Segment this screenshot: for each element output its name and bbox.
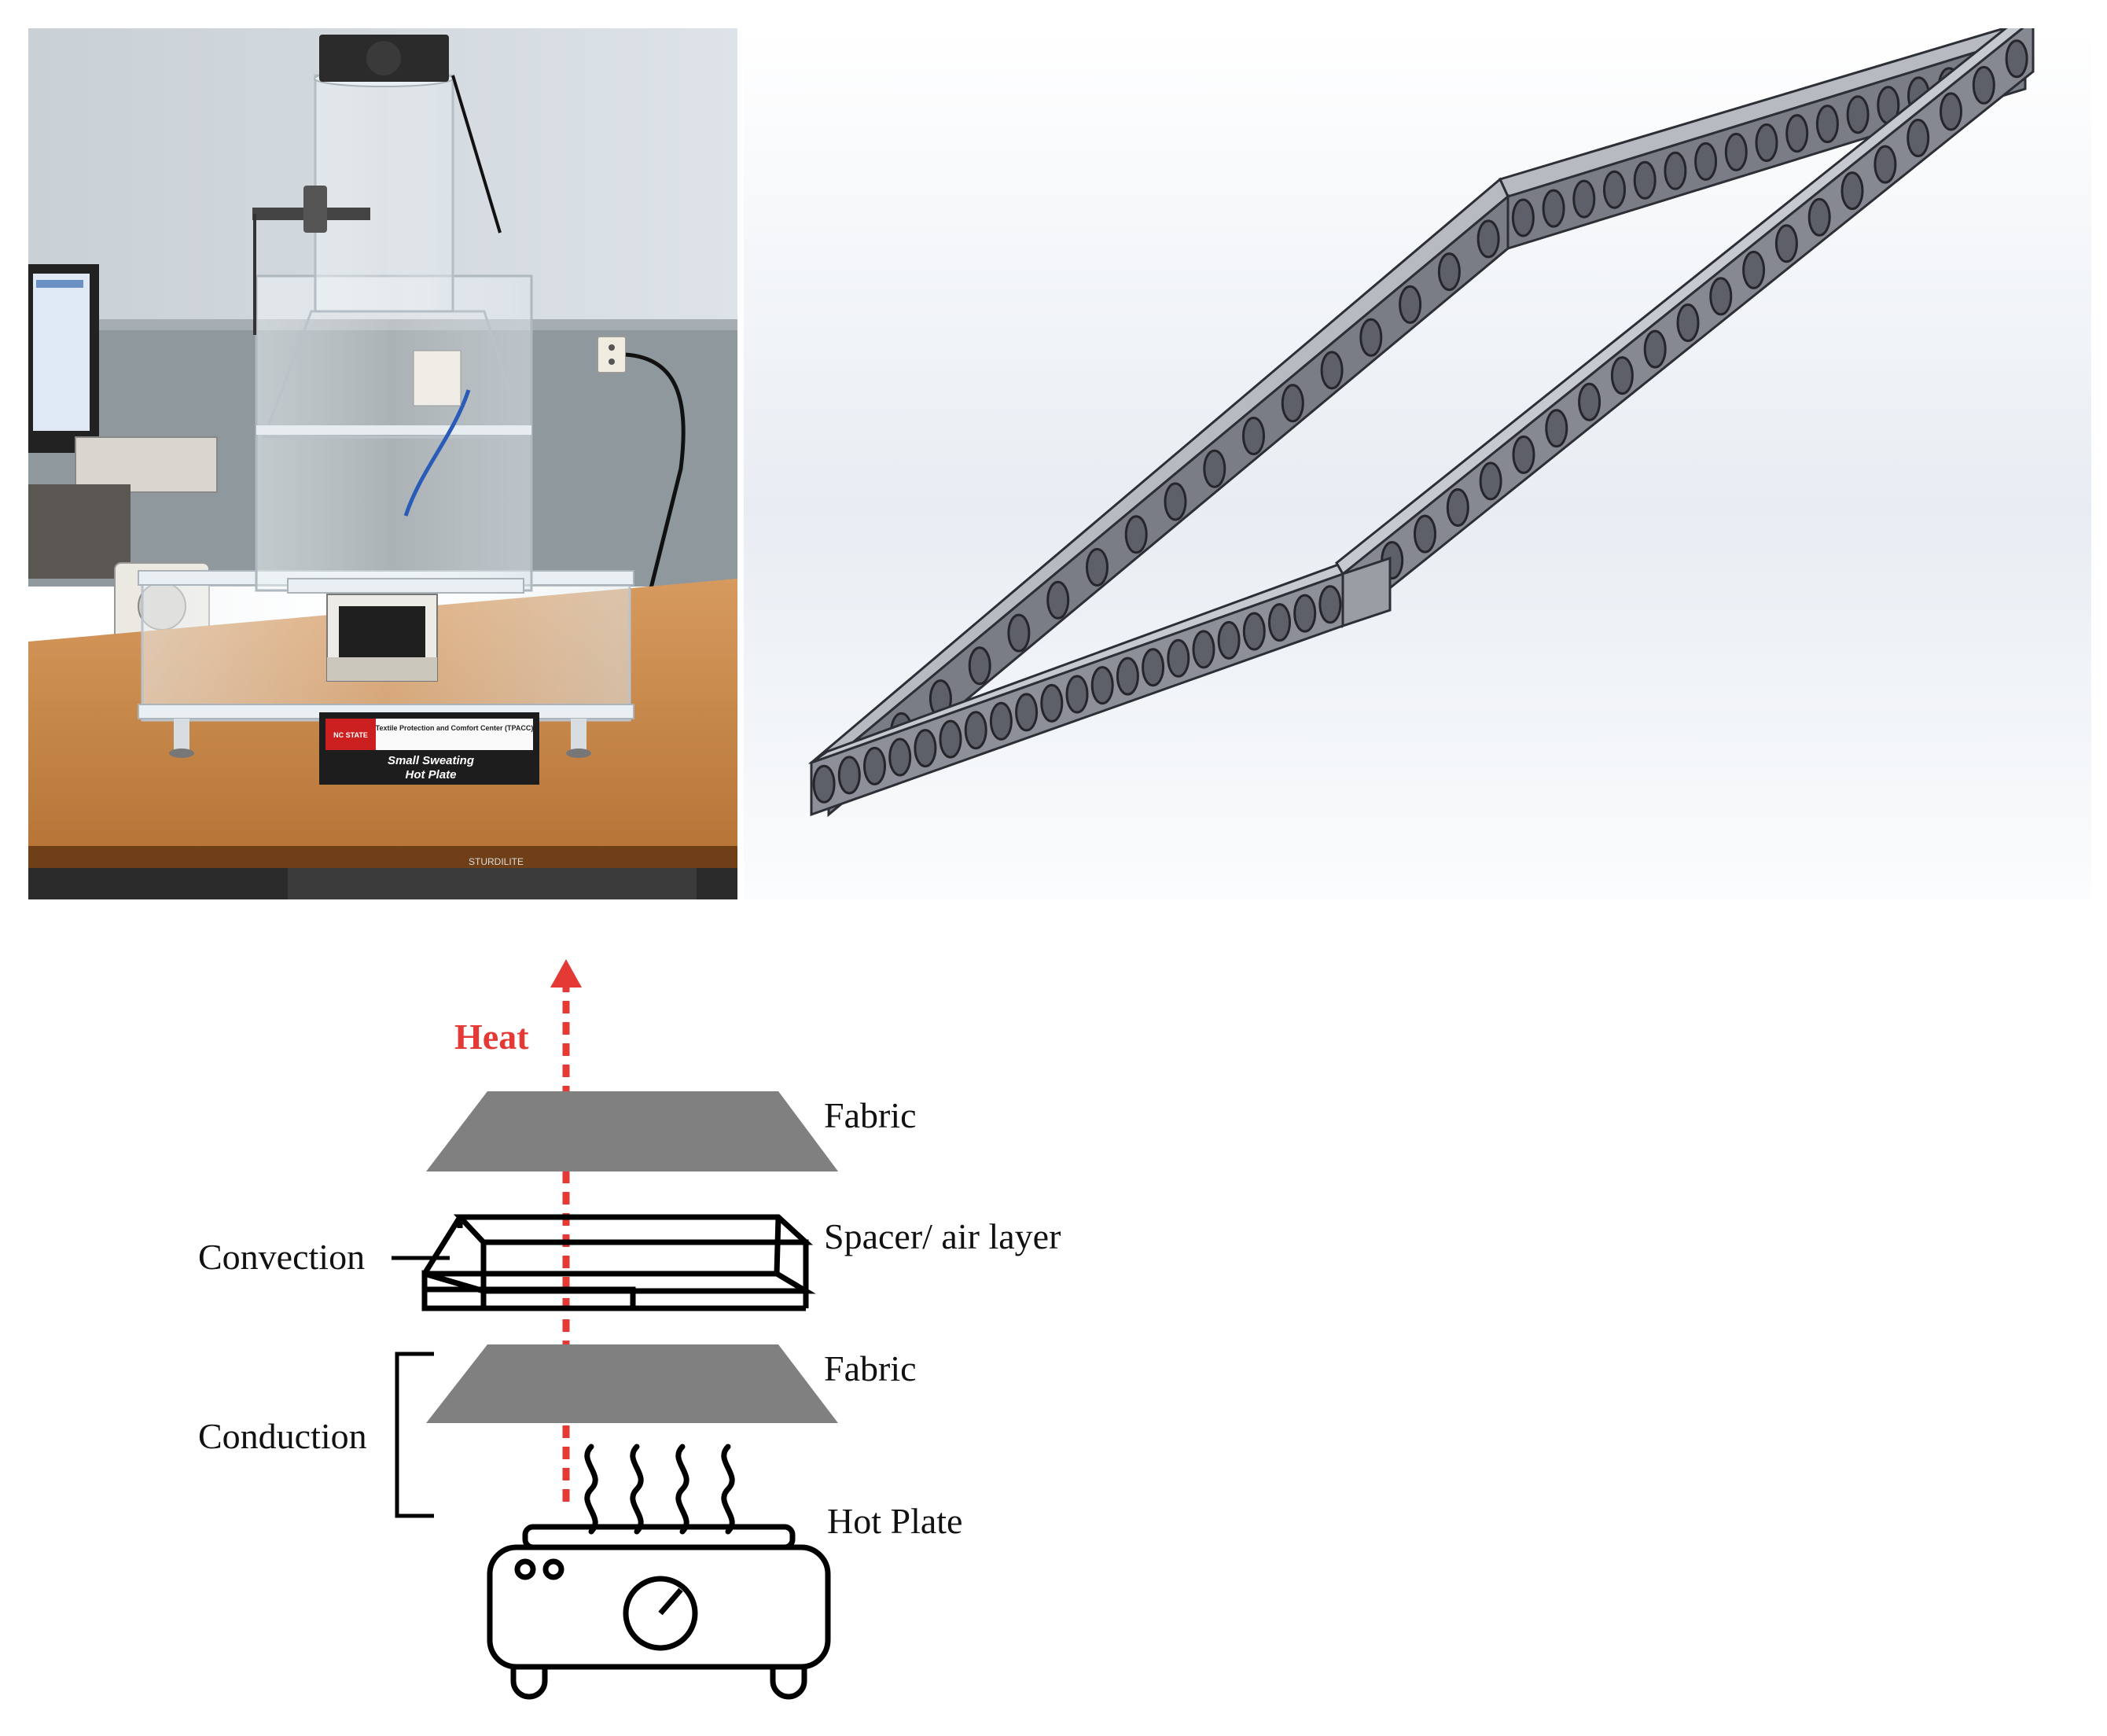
frame-hole — [1972, 65, 1995, 105]
frame-hole — [1476, 219, 1500, 259]
frame-hole — [1164, 482, 1187, 521]
frame-hole — [2005, 39, 2028, 79]
fabric-bottom-label: Fabric — [824, 1348, 917, 1388]
frame-hole — [1815, 105, 1839, 144]
svg-text:Textile Protection and Comfort: Textile Protection and Comfort Center (T… — [376, 724, 534, 732]
heat-transfer-schematic: Heat Fabric — [142, 951, 1242, 1722]
fabric-bottom — [426, 1344, 838, 1423]
spacer-label: Spacer/ air layer — [824, 1216, 1061, 1256]
frame-hole — [1907, 119, 1930, 157]
frame-hole — [1007, 613, 1031, 653]
frame-hole — [1116, 657, 1139, 696]
fabric-top-label: Fabric — [824, 1095, 917, 1135]
data-logger — [75, 436, 218, 493]
frame-hole — [1399, 285, 1422, 324]
frame-hole — [1281, 384, 1304, 423]
frame-hole — [1874, 145, 1897, 184]
spacer-frame-cad-render — [744, 28, 2091, 899]
frame-hole — [1664, 151, 1687, 190]
frame-hole — [1293, 594, 1317, 633]
frame-hole — [1268, 603, 1291, 642]
frame-hole — [1742, 250, 1766, 289]
frame-hole — [968, 646, 991, 686]
frame-hole — [1542, 189, 1565, 228]
frame-hole — [989, 701, 1013, 741]
frame-hole — [1572, 179, 1596, 219]
frame-hole — [1545, 409, 1568, 448]
frame-hole — [1124, 515, 1148, 554]
frame-hole — [1511, 198, 1535, 237]
power-outlet — [597, 336, 627, 373]
heat-label: Heat — [454, 1017, 529, 1057]
frame-hole — [939, 719, 962, 759]
frame-hole — [1142, 648, 1165, 687]
table-brand: STURDILITE — [469, 856, 524, 867]
frame-hole — [1015, 693, 1039, 732]
frame-hole — [1578, 382, 1601, 421]
spacer-air-layer — [421, 1214, 816, 1311]
frame-hole — [1318, 585, 1342, 624]
frame-hole — [1040, 683, 1064, 723]
frame-hole — [1610, 356, 1634, 395]
frame-hole — [812, 764, 836, 804]
convection-label: Convection — [198, 1237, 365, 1277]
conduction-label: Conduction — [198, 1416, 367, 1456]
frame-hole — [1840, 171, 1864, 211]
frame-hole — [1694, 142, 1718, 181]
frame-hole — [1846, 95, 1870, 134]
frame-corner — [1341, 556, 1392, 628]
frame-hole — [1446, 488, 1469, 527]
spacer-frame — [807, 28, 2035, 818]
heat-waves-icon — [584, 1444, 735, 1535]
frame-hole — [1203, 449, 1226, 488]
frame-hole — [1676, 303, 1700, 342]
heat-arrow-head — [550, 959, 582, 988]
frame-hole — [1940, 92, 1962, 131]
frame-hole — [1774, 224, 1798, 263]
frame-hole — [1512, 435, 1535, 474]
frame-hole — [1167, 638, 1190, 678]
frame-hole — [863, 746, 886, 785]
frame-hole — [1785, 114, 1809, 153]
frame-hole — [1755, 123, 1778, 162]
frame-hole — [1414, 514, 1436, 554]
frame-hole — [914, 729, 937, 768]
frame-hole — [1320, 351, 1344, 390]
fabric-top-shape — [487, 1091, 838, 1171]
hot-plate-icon — [487, 1524, 831, 1700]
frame-hole — [1086, 548, 1109, 587]
frame-hole — [1479, 462, 1502, 501]
frame-hole — [1359, 318, 1383, 357]
frame-hole — [1603, 170, 1626, 209]
frame-hole — [1046, 580, 1070, 620]
frame-top-right — [1335, 28, 2024, 576]
acrylic-cylinder — [314, 74, 454, 313]
conduction-bracket — [395, 1352, 434, 1518]
frame-hole — [1709, 277, 1733, 316]
apparatus-photo: STURDILITE NC STATE Te — [28, 28, 737, 899]
frame-hole — [1242, 417, 1265, 455]
frame-hole — [1807, 197, 1831, 237]
svg-text:NC STATE: NC STATE — [333, 731, 368, 739]
frame-hole — [888, 737, 912, 777]
frame-hole — [1217, 620, 1241, 660]
svg-text:Hot Plate: Hot Plate — [405, 768, 456, 782]
frame-hole — [964, 711, 987, 750]
svg-text:Small Sweating: Small Sweating — [388, 754, 474, 767]
frame-hole — [1643, 329, 1667, 369]
frame-hole — [1633, 160, 1657, 200]
frame-hole — [1090, 666, 1114, 705]
hot-plate-label: Hot Plate — [827, 1501, 962, 1541]
frame-hole — [1242, 612, 1266, 651]
frame-hole — [837, 756, 861, 795]
frame-hole — [1065, 675, 1089, 714]
frame-hole — [1192, 630, 1215, 669]
frame-hole — [1724, 132, 1748, 171]
frame-hole — [1437, 252, 1461, 292]
